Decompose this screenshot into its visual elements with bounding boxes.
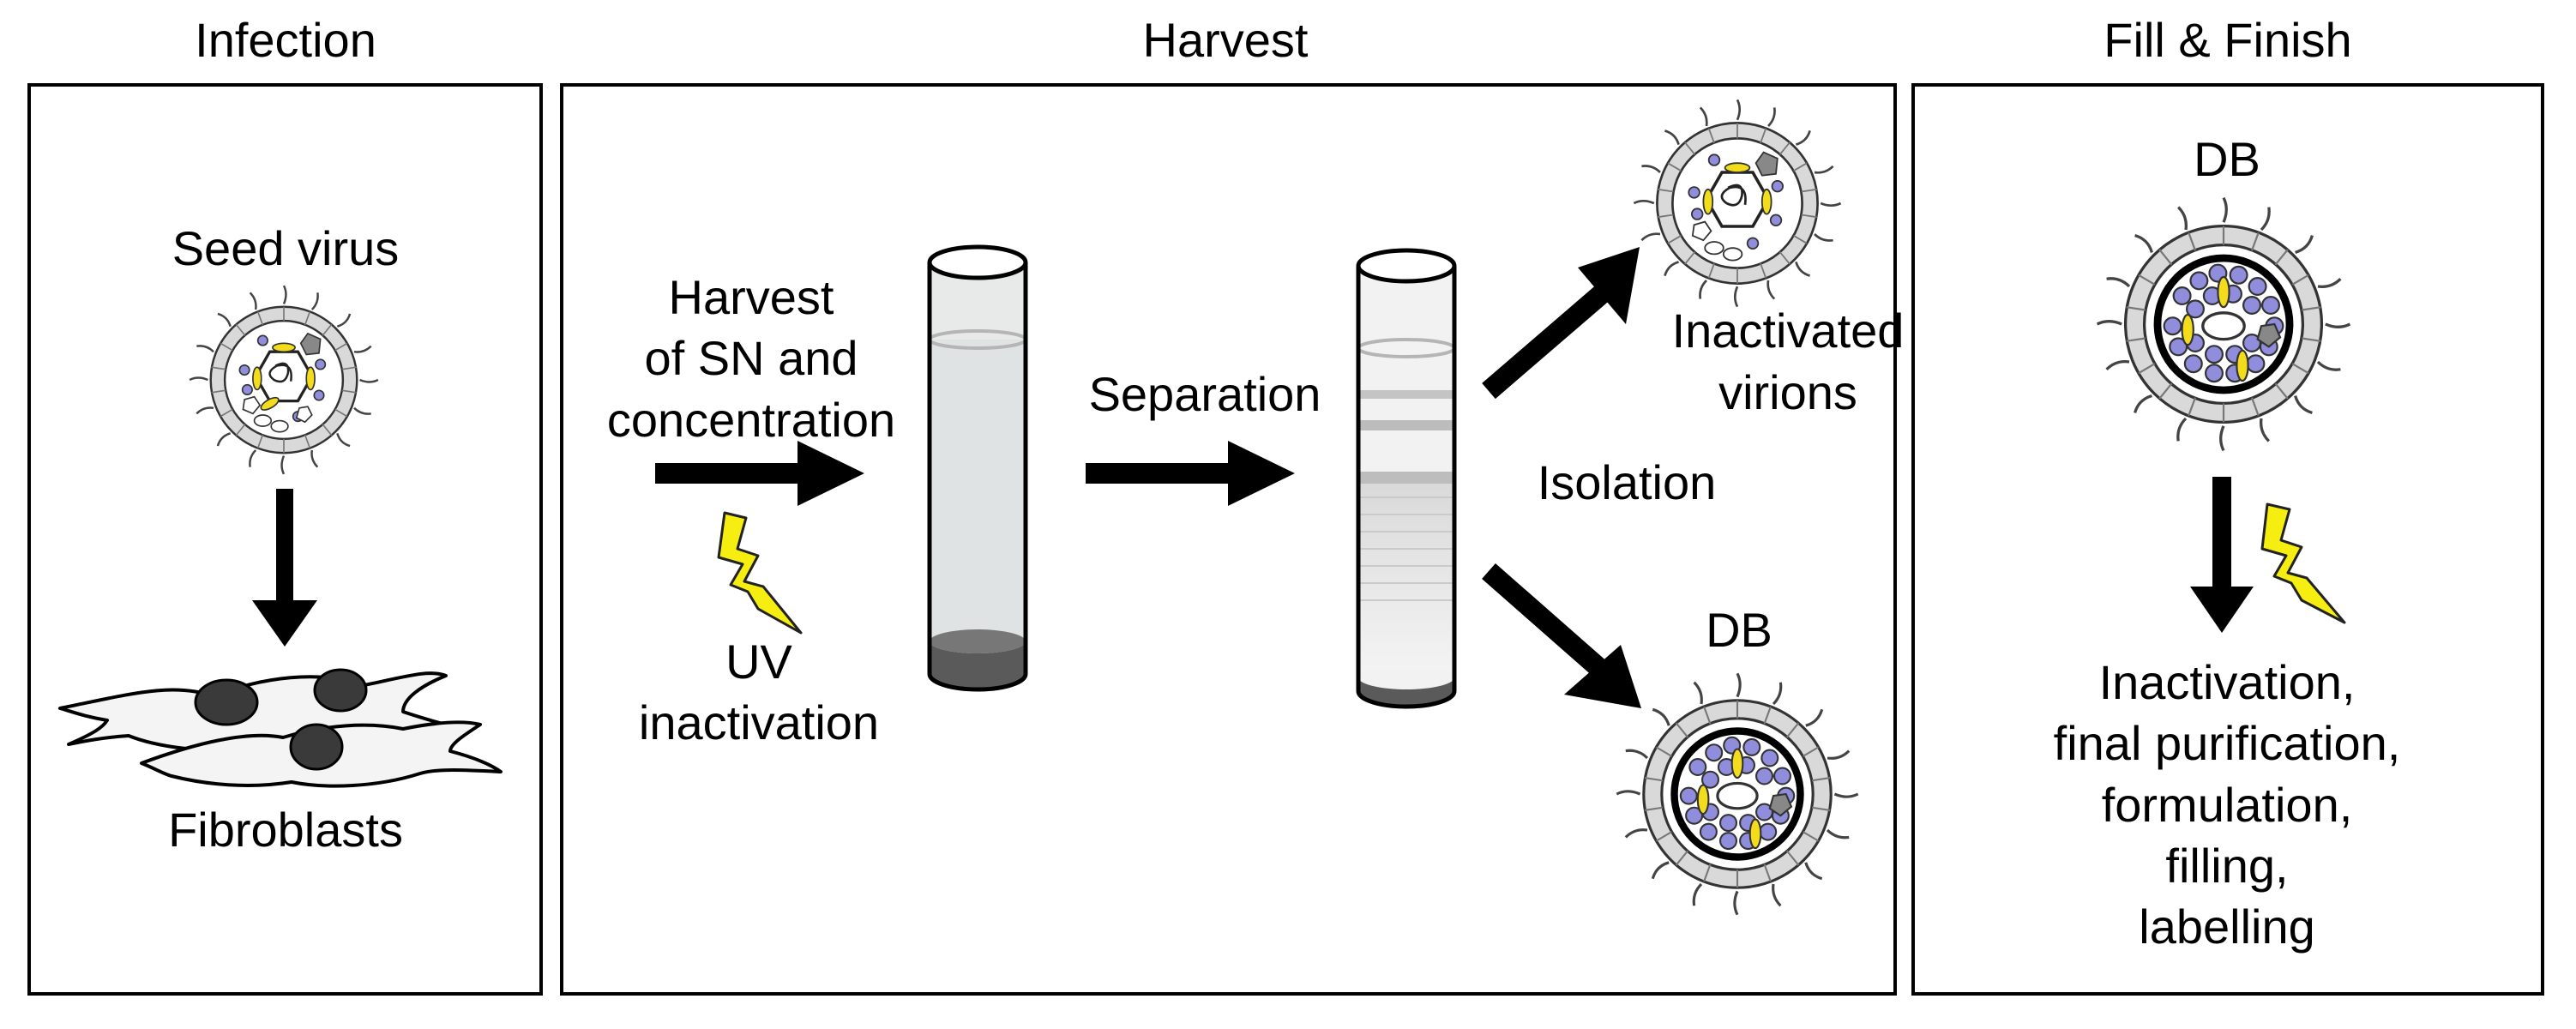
seed-virus-label: Seed virus (172, 221, 400, 275)
upper-isolation-arrow (1482, 247, 1640, 400)
fill-finish-step-4: filling, (2165, 839, 2288, 893)
infection-title: Infection (195, 13, 376, 67)
isolation-label: Isolation (1538, 455, 1717, 509)
fill-finish-title: Fill & Finish (2104, 13, 2351, 67)
infection-panel: Infection Seed virus (27, 13, 543, 996)
separation-label: Separation (1089, 367, 1321, 421)
harvest-step-label-line1: Harvest (669, 270, 834, 324)
fill-finish-frame (1911, 83, 2544, 996)
concentration-tube-icon (927, 244, 1028, 692)
harvest-arrow (655, 441, 864, 506)
fill-finish-arrow-down (2190, 477, 2254, 633)
dense-body-icon (1616, 672, 1859, 916)
infection-frame (27, 83, 543, 996)
separation-arrow (1086, 441, 1295, 506)
uv-label-line1: UV (725, 635, 792, 689)
gradient-tube-icon (1356, 248, 1457, 709)
fill-finish-panel: Fill & Finish DB (1911, 13, 2544, 996)
harvest-step-label-line2: of SN and (644, 331, 858, 385)
fibroblasts-label: Fibroblasts (168, 803, 403, 857)
inactivated-virions-label-line1: Inactivated (1672, 304, 1905, 358)
infection-arrow-down (252, 489, 317, 647)
harvest-frame (560, 83, 1897, 996)
fibroblasts-icon (58, 668, 503, 788)
seed-virion-icon (189, 285, 379, 475)
harvest-step-label-line3: concentration (607, 393, 895, 447)
uv-label-line2: inactivation (639, 695, 879, 749)
harvest-db-label: DB (1706, 603, 1773, 657)
fill-finish-step-5: labelling (2139, 900, 2315, 954)
inactivated-virions-label-line2: virions (1718, 365, 1857, 419)
fill-finish-step-3: formulation, (2102, 778, 2353, 832)
fill-finish-step-2: final purification, (2054, 716, 2401, 770)
harvest-panel: Harvest Harvest of SN and concentration … (560, 13, 1905, 996)
fill-finish-db-label: DB (2194, 132, 2260, 186)
fill-finish-lightning-icon (2260, 502, 2346, 624)
lower-isolation-arrow (1482, 563, 1641, 708)
harvest-title: Harvest (1143, 13, 1309, 67)
lightning-icon (717, 511, 803, 635)
inactivated-virion-icon (1633, 99, 1842, 308)
final-dense-body-icon (2096, 196, 2351, 452)
fill-finish-step-1: Inactivation, (2099, 655, 2356, 709)
